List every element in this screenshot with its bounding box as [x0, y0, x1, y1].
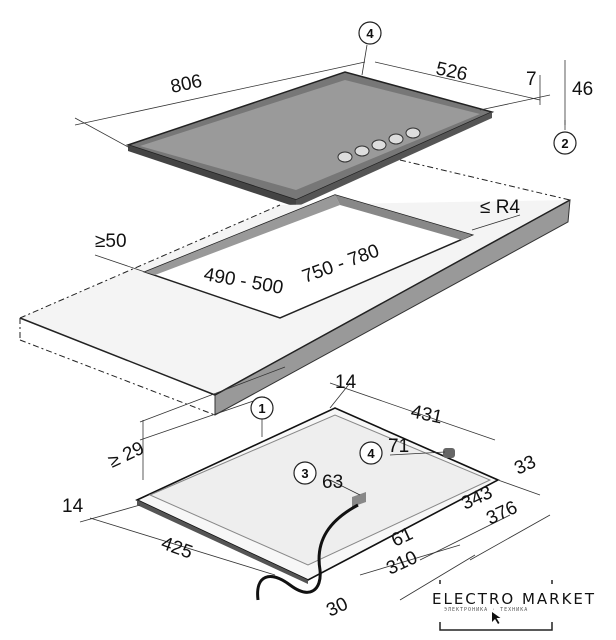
- svg-text:ELECTRO MARKET: ELECTRO MARKET: [432, 590, 596, 608]
- dim-hob-height: 46: [572, 79, 593, 100]
- power-cable: [256, 503, 359, 601]
- dim-electric-connection: 63: [322, 472, 343, 493]
- svg-text:4: 4: [367, 446, 375, 461]
- dim-corner-radius: ≤ R4: [480, 197, 520, 218]
- control-knobs: [337, 127, 421, 163]
- dim-gas-connection: 71: [388, 436, 409, 457]
- dim-glass-thickness: 7: [526, 69, 537, 90]
- dim-hob-depth: 526: [434, 58, 469, 85]
- hob-top-view: [125, 71, 495, 207]
- dim-425: 425: [158, 533, 195, 564]
- dim-underside-14-top: 14: [335, 372, 357, 393]
- electrical-connector: [352, 492, 366, 507]
- gas-connector: [443, 448, 455, 458]
- svg-text:3: 3: [301, 466, 308, 481]
- svg-text:4: 4: [366, 26, 374, 41]
- callout-4-top: 4: [358, 21, 382, 45]
- countertop: [19, 159, 571, 416]
- svg-text:2: 2: [561, 136, 568, 151]
- hob-underside: [135, 407, 500, 601]
- dim-30: 30: [323, 594, 351, 622]
- cursor-icon: [492, 612, 501, 624]
- callout-4-bottom: 4: [359, 441, 383, 465]
- dim-310: 310: [383, 547, 421, 579]
- svg-text:ЭЛЕКТРОНИКА · ТЕХНИКА: ЭЛЕКТРОНИКА · ТЕХНИКА: [444, 607, 528, 613]
- callout-2: 2: [553, 131, 577, 155]
- dim-min-clearance: ≥ 29: [105, 438, 147, 473]
- svg-text:1: 1: [258, 401, 265, 416]
- dim-hob-width: 806: [169, 71, 204, 98]
- dim-underside-depth: 431: [409, 401, 444, 428]
- dim-underside-14-left: 14: [62, 496, 84, 517]
- callout-1: 1: [250, 396, 274, 437]
- dim-33: 33: [511, 452, 539, 480]
- electro-market-logo: ELECTRO MARKET ЭЛЕКТРОНИКА · ТЕХНИКА: [432, 580, 596, 631]
- callout-3: 3: [293, 461, 317, 485]
- dim-min-edge: ≥50: [95, 231, 127, 252]
